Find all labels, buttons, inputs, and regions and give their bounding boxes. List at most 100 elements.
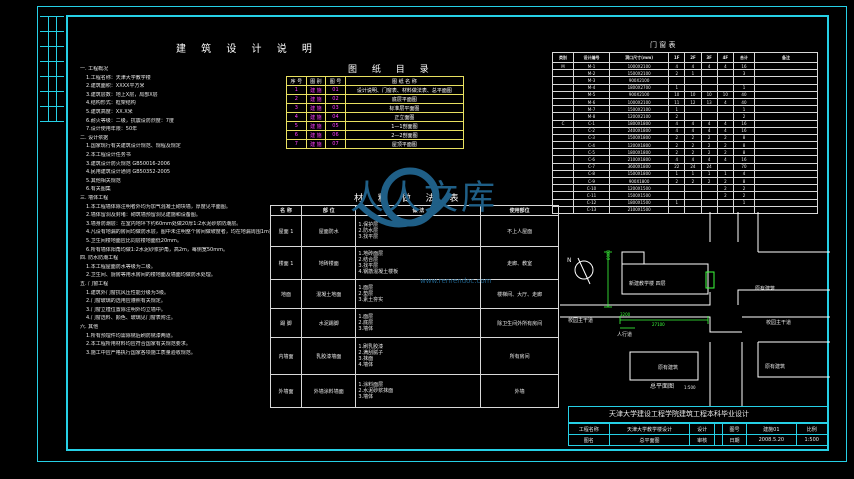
design-note-line: 三. 墙体工程 <box>80 195 109 201</box>
design-note-line: 6.耐火等级：二级，抗震设防烈度：7度 <box>86 117 174 124</box>
door-window-cell: 2 <box>716 184 734 193</box>
tb-scale: 1:500 <box>795 434 829 446</box>
door-window-cell: 4 <box>668 61 686 71</box>
materials-cell: 1.面层 2.底层 3.墙体 <box>355 308 482 338</box>
north-label: N <box>567 257 572 264</box>
design-note-line: 1.国家现行有关建筑设计规范、规程及规定 <box>86 143 181 150</box>
door-window-cell: 1 <box>684 69 702 78</box>
door-window-cell: 2 <box>684 133 702 143</box>
door-window-cell: 4 <box>700 61 718 71</box>
door-window-cell: 1200X1800 <box>609 141 670 150</box>
door-window-cell: M-8 <box>572 112 611 121</box>
door-window-cell: C-10 <box>572 184 611 193</box>
door-window-cell: 4 <box>684 155 702 164</box>
door-window-cell: 1 <box>668 105 686 114</box>
door-window-cell: 2 <box>700 133 718 143</box>
door-window-cell: 24 <box>684 162 702 171</box>
materials-cell: 水泥踢脚 <box>301 308 357 338</box>
door-window-cell: 4 <box>716 155 734 164</box>
door-window-cell: 2400X1800 <box>609 126 670 135</box>
drawing-list-cell: 07 <box>325 139 346 149</box>
door-window-cell <box>684 198 702 207</box>
door-window-cell: 8 <box>732 176 756 186</box>
door-window-cell <box>754 162 818 171</box>
door-window-cell: M-1 <box>572 61 611 71</box>
materials-cell: 外墙涂料墙面 <box>301 374 357 408</box>
door-window-cell: 2 <box>716 133 734 143</box>
door-window-cell <box>754 205 818 214</box>
drawing-list-cell: 屋顶平面图 <box>344 139 465 149</box>
door-window-cell: 2 <box>668 112 686 121</box>
dim-label-2: 3200 <box>620 312 631 317</box>
door-window-cell: 1500X1800 <box>609 133 670 143</box>
design-note-line: 4.结构形式：框架结构 <box>86 100 136 107</box>
door-window-cell: 22 <box>668 162 686 171</box>
door-window-cell: 10 <box>716 90 734 99</box>
design-note-line: 1.所有预埋件均需除锈后刷防锈漆两道。 <box>86 332 176 339</box>
materials-cell: 内墙面 <box>269 337 303 375</box>
design-note-line: 4.民用建筑设计通则 GB50352-2005 <box>86 169 171 176</box>
door-window-cell: 1 <box>732 83 756 92</box>
materials-cell: 地面 <box>269 279 303 309</box>
door-window-cell: 1200X1500 <box>609 184 670 193</box>
door-window-cell: C-2 <box>572 126 611 135</box>
door-window-cell <box>716 83 734 92</box>
door-window-cell: 1 <box>716 169 734 179</box>
door-window-cell: 1 <box>732 105 756 114</box>
door-window-cell <box>754 83 818 92</box>
door-window-cell <box>552 169 574 179</box>
door-window-cell <box>754 198 818 207</box>
tb-date: 2008.5.20 <box>746 434 797 446</box>
door-window-cell <box>700 83 718 92</box>
door-window-cell <box>716 69 734 78</box>
design-note-line: 1.建筑外门窗抗风压性能分级为3级。 <box>86 289 169 296</box>
door-window-cell <box>754 169 818 179</box>
door-window-cell: M-4 <box>572 83 611 92</box>
door-window-cell <box>668 76 686 85</box>
door-window-cell: 10 <box>700 90 718 99</box>
site-plan-scale: 1:500 <box>684 385 696 390</box>
door-window-cell: 1800X1800 <box>609 119 670 128</box>
drawing-border-inner <box>66 15 829 451</box>
drawing-list-cell: 2 <box>286 94 307 104</box>
site-plan-caption: 总平面图 <box>650 383 675 390</box>
door-window-cell: 1200X2100 <box>609 112 670 121</box>
door-window-cell: 8 <box>732 141 756 150</box>
door-window-cell <box>552 184 574 193</box>
door-window-cell: 2 <box>732 112 756 121</box>
tb-label-review: 审核 <box>689 434 715 446</box>
dim-label-3: 27100 <box>652 322 665 327</box>
door-window-cell: M <box>552 61 574 71</box>
door-window-cell: 1 <box>700 169 718 179</box>
drawing-list-cell: 底层平面图 <box>344 94 465 104</box>
door-window-cell: 2 <box>684 148 702 157</box>
door-window-cell <box>754 155 818 164</box>
door-window-header: 合计 <box>732 52 756 63</box>
design-note-line: 3.施工中应严格执行国家各项施工质量验收规范。 <box>86 349 196 356</box>
door-window-cell: C-7 <box>572 162 611 171</box>
tb-label-number: 图号 <box>721 423 748 435</box>
door-window-cell <box>552 198 574 207</box>
drawing-list-header: 图 号 <box>325 76 346 86</box>
drawing-list-cell: 建 施 <box>305 139 327 149</box>
door-window-cell: 1 <box>684 169 702 179</box>
door-window-cell: 2 <box>716 148 734 157</box>
door-window-cell <box>754 148 818 157</box>
door-window-cell <box>552 76 574 85</box>
door-window-cell: 4 <box>668 119 686 128</box>
door-window-cell: 1800X1500 <box>609 198 670 207</box>
door-window-cell <box>668 184 686 193</box>
drawing-list-cell: 4 <box>286 112 307 122</box>
door-window-cell: 2 <box>668 69 686 78</box>
door-window-cell: 900X2100 <box>609 76 670 85</box>
tb-project: 天津大学教学楼设计 <box>608 423 691 435</box>
design-note-line: 4.门窗选料、颜色、玻璃见门窗表附注。 <box>86 315 176 322</box>
drawing-list-cell: 6 <box>286 130 307 140</box>
